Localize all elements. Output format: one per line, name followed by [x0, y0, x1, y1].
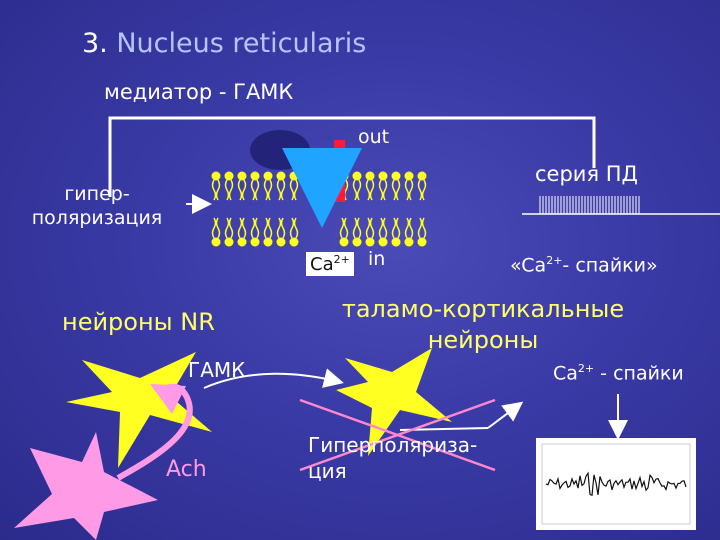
lipid-tail — [378, 179, 388, 201]
lipid-tail — [276, 217, 286, 239]
lipid-tail — [276, 179, 286, 201]
ca-spikes-label: Ca2+ - спайки — [553, 362, 684, 385]
lipid-head — [352, 171, 362, 181]
nr-neurons-label: нейроны NR — [62, 308, 215, 336]
lipid-tail — [365, 179, 375, 201]
lipid-tail — [263, 179, 273, 201]
lipid-tail — [352, 179, 362, 201]
lipid-head — [365, 237, 375, 247]
lipid-head — [276, 171, 286, 181]
gaba-ligand — [250, 130, 310, 170]
tc-output-arrow — [487, 401, 524, 429]
membrane-bilayer — [211, 171, 427, 247]
lipid-tail — [352, 217, 362, 239]
tc-neuron — [336, 348, 452, 456]
feedback-line — [108, 116, 596, 195]
lipid-tail — [211, 179, 221, 201]
lipid-head — [391, 237, 401, 247]
lipid-tail — [250, 217, 260, 239]
eeg-trace — [541, 443, 691, 525]
lipid-head — [250, 237, 260, 247]
lipid-tail — [237, 179, 247, 201]
lipid-head — [211, 237, 221, 247]
ap-series-label: серия ПД — [535, 162, 638, 186]
lipid-tail — [289, 179, 299, 201]
lipid-head — [263, 171, 273, 181]
thalamocortical-label: таламо-кортикальные нейроны — [341, 295, 625, 354]
eeg-recording-image — [536, 438, 696, 530]
calcium-ion-label: Ca2+ — [306, 252, 354, 276]
lipid-tail — [404, 179, 414, 201]
ach-neuron — [14, 432, 158, 540]
lipid-tail — [263, 217, 273, 239]
lipid-tail — [391, 179, 401, 201]
lipid-head — [365, 171, 375, 181]
lipid-head — [417, 171, 427, 181]
lipid-head — [237, 171, 247, 181]
lipid-head — [211, 171, 221, 181]
lipid-head — [404, 171, 414, 181]
lipid-head — [289, 237, 299, 247]
mediator-subtitle: медиатор - ГАМК — [104, 80, 294, 104]
lipid-head — [224, 237, 234, 247]
hyperpolarization-crossed-label: Гиперполяриза-ция — [308, 433, 478, 483]
lipid-tail — [404, 217, 414, 239]
lipid-tail — [237, 217, 247, 239]
out-label: out — [358, 126, 390, 148]
lipid-head — [237, 237, 247, 247]
ach-terminal — [150, 384, 186, 414]
calcium-channel — [334, 140, 345, 202]
lipid-head — [339, 237, 349, 247]
lipid-tail — [391, 217, 401, 239]
lipid-tail — [378, 217, 388, 239]
cross-line-2 — [299, 398, 496, 472]
lipid-head — [378, 237, 388, 247]
nr-neuron — [66, 352, 212, 468]
lipid-head — [378, 171, 388, 181]
lipid-tail — [211, 217, 221, 239]
lipid-tail — [289, 217, 299, 239]
lipid-tail — [365, 217, 375, 239]
lipid-head — [276, 237, 286, 247]
lipid-head — [263, 237, 273, 247]
in-label: in — [368, 248, 386, 270]
lipid-tail — [417, 179, 427, 201]
lipid-head — [404, 237, 414, 247]
lipid-tail — [224, 179, 234, 201]
lipid-tail — [224, 217, 234, 239]
page-title: 3. Nucleus reticularis — [82, 28, 367, 59]
nr-to-tc-arrow — [203, 368, 344, 389]
lipid-head — [224, 171, 234, 181]
lipid-head — [352, 237, 362, 247]
lipid-tail — [250, 179, 260, 201]
ca-spikes-quote-label: «Ca2+- спайки» — [510, 254, 658, 277]
lipid-tail — [417, 217, 427, 239]
hyperpolarization-label: гипер-поляризация — [31, 183, 163, 229]
ion-flow-arrow — [282, 148, 362, 228]
lipid-head — [391, 171, 401, 181]
gaba-label: ГАМК — [188, 358, 246, 382]
lipid-head — [289, 171, 299, 181]
spike-train — [539, 196, 640, 214]
lipid-head — [250, 171, 260, 181]
lipid-head — [417, 237, 427, 247]
lipid-tail — [339, 217, 349, 239]
ach-label: Ach — [166, 457, 207, 482]
